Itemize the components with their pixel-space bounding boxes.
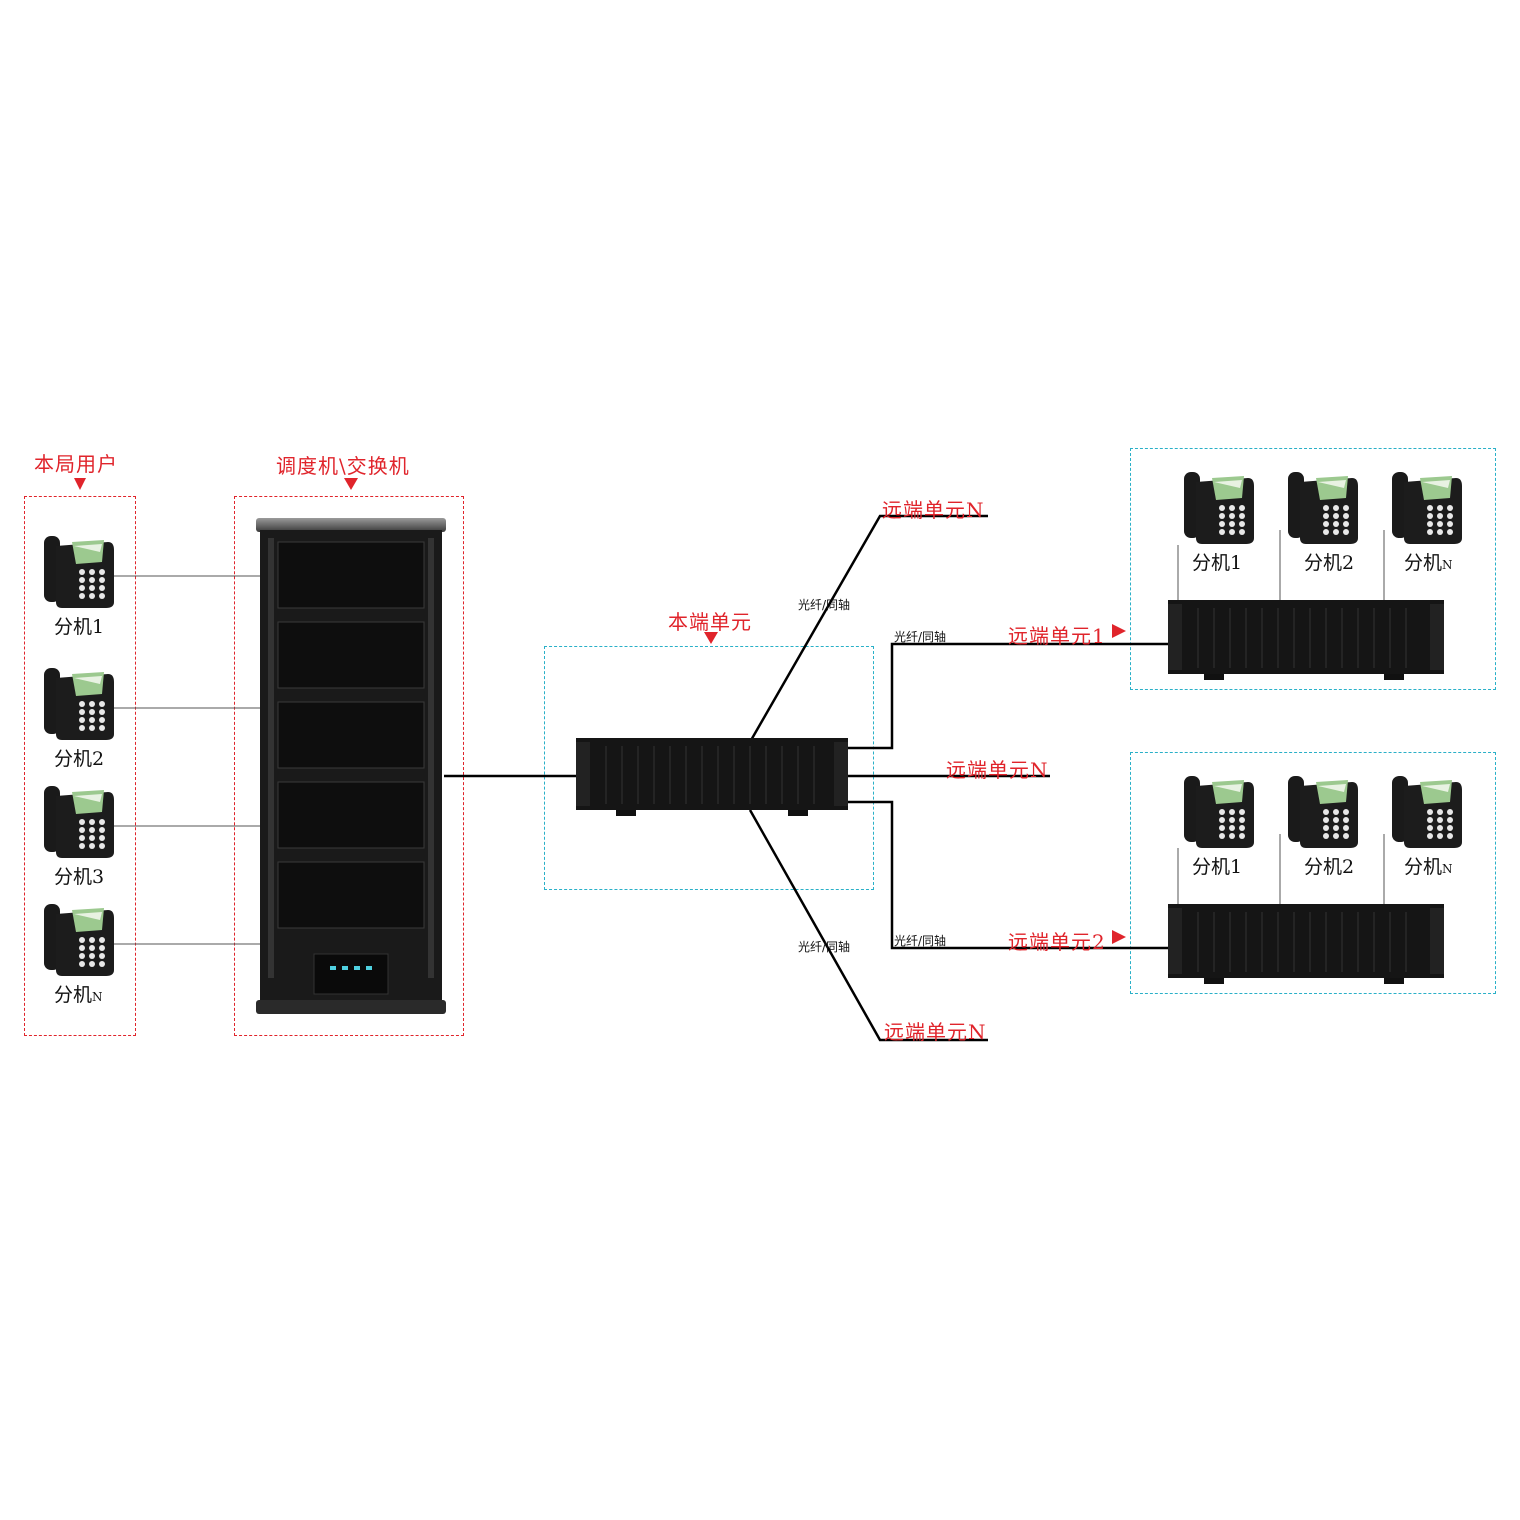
remote1-phone-2 — [1288, 468, 1358, 548]
local-ext-1-label: 分机1 — [54, 616, 105, 638]
desk-phone-icon — [44, 900, 114, 980]
server-rack-icon — [256, 518, 446, 1014]
local-ext-3-label: 分机3 — [54, 866, 105, 888]
desk-phone-icon — [44, 532, 114, 612]
remote-unit-1-label: 远端单元1 — [1008, 624, 1106, 648]
local-phone-2 — [44, 664, 114, 744]
remote2-ext-2-label: 分机2 — [1304, 856, 1355, 878]
desk-phone-icon — [1392, 468, 1462, 548]
remote2-phone-2 — [1288, 772, 1358, 852]
desk-phone-icon — [1184, 772, 1254, 852]
media-label-remote2: 光纤/同轴 — [894, 934, 947, 948]
local-users-label: 本局用户 — [34, 452, 118, 476]
desk-phone-icon — [44, 664, 114, 744]
local-phone-3 — [44, 782, 114, 862]
remote2-phone-n — [1392, 772, 1462, 852]
media-label-remote1: 光纤/同轴 — [894, 630, 947, 644]
remote-unit-n-mid-label: 远端单元N — [946, 758, 1049, 782]
remote2-phone-1 — [1184, 772, 1254, 852]
media-label-bottom: 光纤/同轴 — [798, 940, 851, 954]
remote-unit-n-bottom-label: 远端单元N — [884, 1020, 987, 1044]
remote2-ext-n-label: 分机N — [1404, 856, 1453, 878]
local-unit-chassis-icon — [576, 738, 848, 816]
local-users-group — [24, 496, 136, 1036]
remote1-ext-1-label: 分机1 — [1192, 552, 1243, 574]
desk-phone-icon — [1288, 468, 1358, 548]
remote-unit-n-top-label: 远端单元N — [882, 498, 985, 522]
local-unit-label: 本端单元 — [668, 610, 752, 634]
local-ext-2-label: 分机2 — [54, 748, 105, 770]
remote-unit-1-group — [1130, 448, 1496, 690]
dispatcher-label: 调度机\交换机 — [276, 454, 410, 478]
local-phone-n — [44, 900, 114, 980]
local-unit-group — [544, 646, 874, 890]
remote2-ext-1-label: 分机1 — [1192, 856, 1243, 878]
media-label-top: 光纤/同轴 — [798, 598, 851, 612]
remote1-phone-n — [1392, 468, 1462, 548]
desk-phone-icon — [44, 782, 114, 862]
remote-unit-1-chassis-icon — [1168, 600, 1444, 680]
desk-phone-icon — [1288, 772, 1358, 852]
desk-phone-icon — [1392, 772, 1462, 852]
remote1-ext-n-label: 分机N — [1404, 552, 1453, 574]
desk-phone-icon — [1184, 468, 1254, 548]
remote1-phone-1 — [1184, 468, 1254, 548]
remote-unit-2-label: 远端单元2 — [1008, 930, 1106, 954]
dispatcher-group — [234, 496, 464, 1036]
remote-unit-2-chassis-icon — [1168, 904, 1444, 984]
local-phone-1 — [44, 532, 114, 612]
local-ext-n-label: 分机N — [54, 984, 103, 1006]
remote-unit-2-group — [1130, 752, 1496, 994]
remote1-ext-2-label: 分机2 — [1304, 552, 1355, 574]
